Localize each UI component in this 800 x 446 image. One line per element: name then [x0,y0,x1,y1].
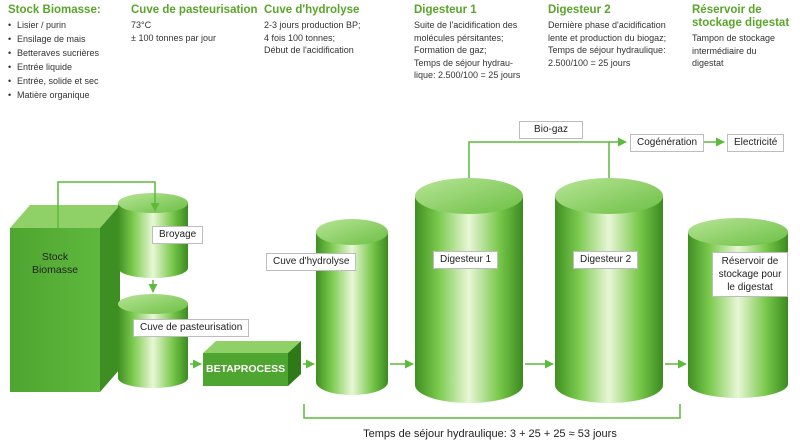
column-stock-biomasse: Stock Biomasse: Lisier / purin Ensilage … [8,4,118,103]
pasteurisation-cylinder [118,294,188,388]
digesteur-2-label: Digesteur 2 [573,251,639,269]
column-title: Stock Biomasse: [8,4,101,16]
column-title: Réservoir de stockage digestat [692,4,790,29]
column-line: Temps de séjour hydraulique: [548,45,666,55]
column-reservoir: Réservoir de stockage digestat Tampon de… [692,4,792,70]
list-item: Betteraves sucrières [8,47,118,60]
broyage-label: Broyage [152,226,204,244]
column-line: 73°C [131,20,152,30]
flow-arrows [57,137,725,419]
column-line: molécules pérsitantes; [414,32,504,43]
column-line: Début de l'acidification [264,45,354,55]
column-title: Cuve de pasteurisation [131,4,258,16]
digesteur-2-cylinder [555,178,663,403]
list-item: Entrée, solide et sec [8,75,118,88]
list-item: Matière organique [8,89,118,102]
column-line: Suite de l'acidification des [414,20,518,30]
pasteurisation-label: Cuve de pasteurisation [133,319,250,337]
digesteur-1-label: Digesteur 1 [433,251,499,269]
column-line: ± 100 tonnes par jour [131,32,216,43]
column-line: Formation de gaz; [414,45,487,55]
arrow-stock-to-broyage [57,181,160,228]
column-hydrolyse: Cuve d'hydrolyse 2-3 jours production BP… [264,4,389,57]
column-line: Tampon de stockage [692,33,776,43]
electricite-label: Electricité [727,134,785,152]
cogeneration-label: Cogénération [630,134,705,152]
retention-time-bracket [303,404,681,419]
reservoir-cylinder [688,218,788,398]
biogaz-label: Bio-gaz [519,121,583,139]
biogas-collector-line [468,141,610,178]
stock-biomasse-box [10,205,120,392]
column-line: lique: 2.500/100 = 25 jours [414,70,521,80]
reservoir-label: Réservoir de stockage pour le digestat [712,252,788,297]
column-pasteurisation: Cuve de pasteurisation 73°C ± 100 tonnes… [131,4,261,44]
hydrolyse-cylinder [316,219,388,395]
column-line: Temps de séjour hydrau- [414,57,514,68]
column-title: Digesteur 1 [414,4,477,16]
column-line: digestat [692,58,724,68]
retention-time-label: Temps de séjour hydraulique: 3 + 25 + 25… [363,428,617,440]
column-line: 2.500/100 = 25 jours [548,57,631,68]
stock-biomasse-label: Stock Biomasse [31,251,79,276]
column-digesteur-1: Digesteur 1 Suite de l'acidification des… [414,4,544,82]
column-title: Digesteur 2 [548,4,611,16]
digesteur-1-cylinder [415,178,523,403]
betaprocess-label: BETAPROCESS [206,363,286,375]
list-item: Lisier / purin [8,19,118,32]
column-line: intermédiaire du [692,45,757,56]
column-line: lente et production du biogaz; [548,32,667,43]
betaprocess-box [203,341,301,386]
bullet-list: Lisier / purin Ensilage de mais Betterav… [8,19,118,102]
column-digesteur-2: Digesteur 2 Dernière phase d'acidificati… [548,4,678,69]
column-line: 2-3 jours production BP; [264,20,361,30]
hydrolyse-label: Cuve d'hydrolyse [266,253,357,271]
column-line: 4 fois 100 tonnes; [264,32,336,43]
column-title: Cuve d'hydrolyse [264,4,360,16]
list-item: Ensilage de mais [8,33,118,46]
list-item: Entrée liquide [8,61,118,74]
column-line: Dernière phase d'acidification [548,20,666,30]
